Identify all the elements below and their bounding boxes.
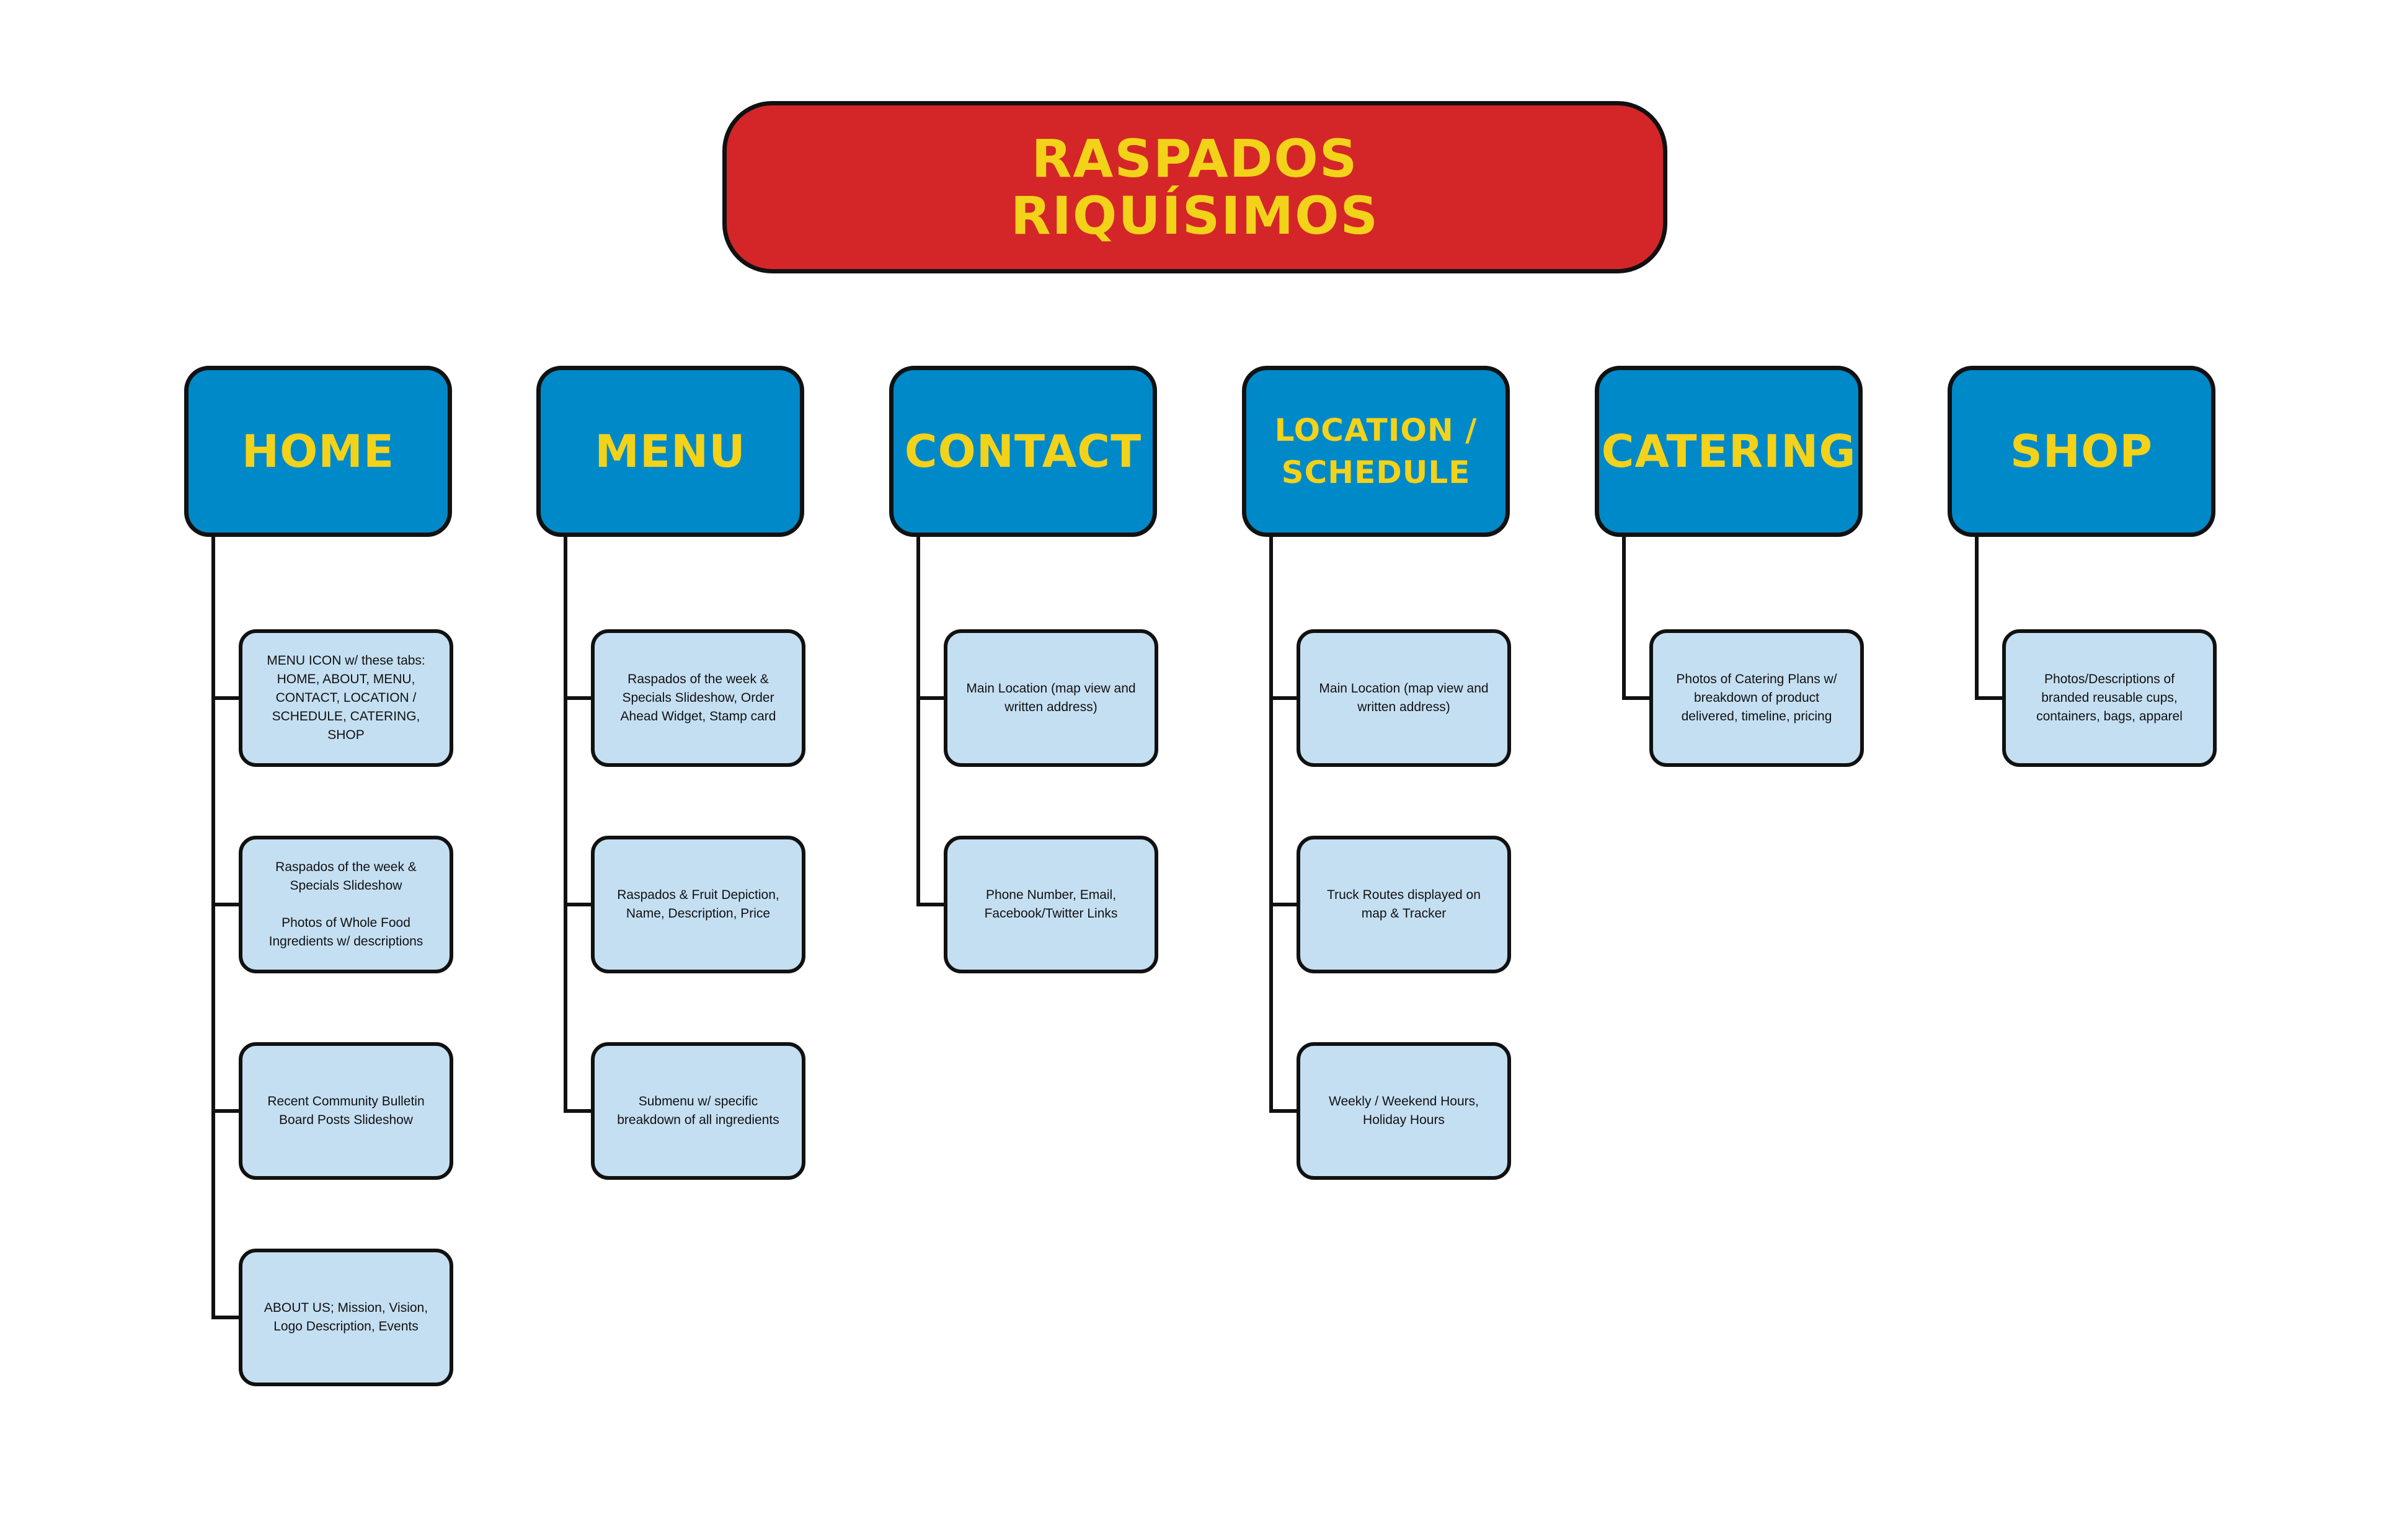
site-title-line-1: RASPADOS: [1031, 128, 1359, 189]
site-title-box: RASPADOS RIQUÍSIMOS: [722, 101, 1667, 273]
connector-branch: [1269, 1109, 1298, 1113]
page-item-menu: Raspados & Fruit Depiction, Name, Descri…: [591, 836, 805, 973]
connector-branch: [1269, 696, 1298, 700]
connector-branch: [211, 696, 240, 700]
connector-branch: [564, 903, 592, 906]
connector-branch: [564, 696, 592, 700]
site-title-line-2: RIQUÍSIMOS: [1010, 185, 1380, 246]
category-catering: CATERING: [1595, 366, 1863, 537]
page-item-location-schedule: Truck Routes displayed on map & Tracker: [1297, 836, 1511, 973]
connector-branch: [1622, 696, 1651, 700]
category-shop: SHOP: [1948, 366, 2215, 537]
page-item-menu: Submenu w/ specific breakdown of all ing…: [591, 1042, 805, 1180]
page-item-catering: Photos of Catering Plans w/ breakdown of…: [1649, 629, 1864, 767]
page-item-location-schedule: Main Location (map view and written addr…: [1297, 629, 1511, 767]
page-item-location-schedule: Weekly / Weekend Hours, Holiday Hours: [1297, 1042, 1511, 1180]
page-item-contact: Phone Number, Email, Facebook/Twitter Li…: [944, 836, 1158, 973]
category-menu: MENU: [536, 366, 804, 537]
connector-branch: [1975, 696, 2003, 700]
connector-stem-location-schedule: [1269, 534, 1273, 1113]
category-location-schedule: LOCATION / SCHEDULE: [1242, 366, 1510, 537]
page-item-home: MENU ICON w/ these tabs: HOME, ABOUT, ME…: [239, 629, 453, 767]
page-item-home: ABOUT US; Mission, Vision, Logo Descript…: [239, 1249, 453, 1386]
category-home: HOME: [184, 366, 452, 537]
connector-branch: [211, 903, 240, 906]
category-contact: CONTACT: [889, 366, 1157, 537]
page-item-home: Raspados of the week & Specials Slidesho…: [239, 836, 453, 973]
connector-branch: [564, 1109, 592, 1113]
connector-stem-shop: [1975, 534, 1979, 700]
connector-branch: [916, 696, 945, 700]
connector-stem-menu: [564, 534, 567, 1113]
page-item-menu: Raspados of the week & Specials Slidesho…: [591, 629, 805, 767]
connector-branch: [211, 1316, 240, 1319]
connector-stem-catering: [1622, 534, 1626, 700]
page-item-shop: Photos/Descriptions of branded reusable …: [2002, 629, 2217, 767]
page-item-contact: Main Location (map view and written addr…: [944, 629, 1158, 767]
connector-stem-contact: [916, 534, 920, 906]
page-item-home: Recent Community Bulletin Board Posts Sl…: [239, 1042, 453, 1180]
connector-stem-home: [211, 534, 215, 1319]
connector-branch: [211, 1109, 240, 1113]
connector-branch: [1269, 903, 1298, 906]
connector-branch: [916, 903, 945, 906]
